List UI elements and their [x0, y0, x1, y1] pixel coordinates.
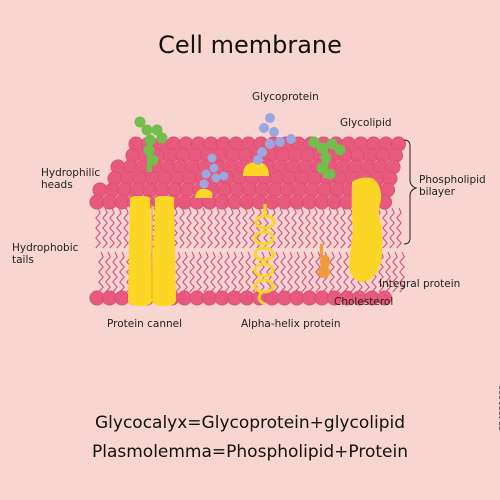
phospholipid-tail	[399, 251, 405, 293]
phospholipid-tail	[217, 251, 223, 293]
diagram-title: Cell membrane	[158, 31, 342, 59]
formula-glycocalyx: Glycocalyx=Glycoprotein+glycolipid	[94, 413, 405, 433]
phospholipid-tail	[224, 251, 230, 293]
phospholipid-tail	[298, 207, 304, 249]
label-alpha-helix-protein: Alpha-helix protein	[241, 318, 341, 330]
phospholipid-tail	[98, 251, 104, 293]
label-protein-channel: Protein cannel	[107, 318, 183, 330]
glycolipid-left	[134, 116, 168, 172]
phospholipid-tail	[189, 251, 195, 293]
phospholipid-tail	[196, 251, 202, 293]
phospholipid-tail	[112, 251, 118, 293]
phospholipid-tail	[182, 251, 188, 293]
phospholipid-tail	[378, 251, 384, 293]
integral-protein	[349, 177, 383, 282]
phospholipid-tail	[315, 251, 321, 293]
phospholipid-tail	[123, 207, 129, 249]
phospholipid-tail	[280, 251, 286, 293]
alpha-helix-protein	[253, 204, 276, 306]
cholesterol	[318, 244, 330, 278]
formula-plasmolemma: Plasmolemma=Phospholipid+Protein	[91, 442, 408, 462]
phospholipid-tail	[116, 207, 122, 249]
phospholipid-tail	[203, 251, 209, 293]
phospholipid-tail	[102, 207, 108, 249]
glycoprotein-main	[243, 113, 296, 176]
phospholipid-tail	[235, 207, 241, 249]
phospholipid-tail	[385, 251, 391, 293]
label-hydrophilic-heads: Hydrophilic heads	[41, 167, 101, 192]
phospholipid-tail	[308, 251, 314, 293]
label-integral-protein: Integral protein	[379, 278, 461, 290]
phospholipid-tail	[291, 207, 297, 249]
label-hydrophobic-tails: Hydrophobic tails	[12, 242, 79, 267]
phospholipid-tail	[301, 251, 307, 293]
phospholipid-tail	[95, 207, 101, 249]
phospholipid-tail	[319, 207, 325, 249]
phospholipid-tail	[305, 207, 311, 249]
phospholipid-tail	[105, 251, 111, 293]
phospholipid-tail	[277, 207, 283, 249]
phospholipid-tail	[343, 251, 349, 293]
phospholipid-tail	[392, 251, 398, 293]
phospholipid-tail	[193, 207, 199, 249]
phospholipid-tail	[326, 207, 332, 249]
phospholipid-tail	[242, 207, 248, 249]
phospholipid-tail	[249, 207, 255, 249]
phospholipid-tail	[186, 207, 192, 249]
phospholipid-tail	[256, 207, 262, 249]
bilayer-bracket	[403, 139, 418, 245]
phospholipid-tail	[245, 251, 251, 293]
phospholipid-tail	[336, 251, 342, 293]
phospholipid-tail	[238, 251, 244, 293]
phospholipid-tail	[231, 251, 237, 293]
label-glycolipid: Glycolipid	[340, 117, 392, 129]
phospholipid-tail	[340, 207, 346, 249]
phospholipid-tail	[200, 207, 206, 249]
phospholipid-tail	[119, 251, 125, 293]
glycolipid-right	[308, 136, 346, 180]
phospholipid-tail	[389, 207, 395, 249]
phospholipid-tail	[312, 207, 318, 249]
phospholipid-tail	[396, 207, 402, 249]
phospholipid-tail	[347, 207, 353, 249]
phospholipid-tail	[284, 207, 290, 249]
phospholipid-tail	[175, 251, 181, 293]
phospholipid-tail	[109, 207, 115, 249]
phospholipid-tail	[228, 207, 234, 249]
phospholipid-tail	[333, 207, 339, 249]
phospholipid-tail	[210, 251, 216, 293]
phospholipid-tail	[294, 251, 300, 293]
phospholipid-tail	[179, 207, 185, 249]
glycoprotein-small	[195, 153, 229, 198]
phospholipid-tail	[287, 251, 293, 293]
phospholipid-tail	[207, 207, 213, 249]
phospholipid-tail	[329, 251, 335, 293]
label-phospholipid-bilayer: Phospholipid bilayer	[419, 174, 486, 199]
phospholipid-tail	[221, 207, 227, 249]
phospholipid-head	[376, 290, 392, 306]
phospholipid-tail	[382, 207, 388, 249]
label-cholesterol: Cholesterol	[334, 296, 394, 308]
protein-channel	[128, 196, 176, 306]
phospholipid-tail	[214, 207, 220, 249]
label-glycoprotein: Glycoprotein	[252, 91, 319, 103]
